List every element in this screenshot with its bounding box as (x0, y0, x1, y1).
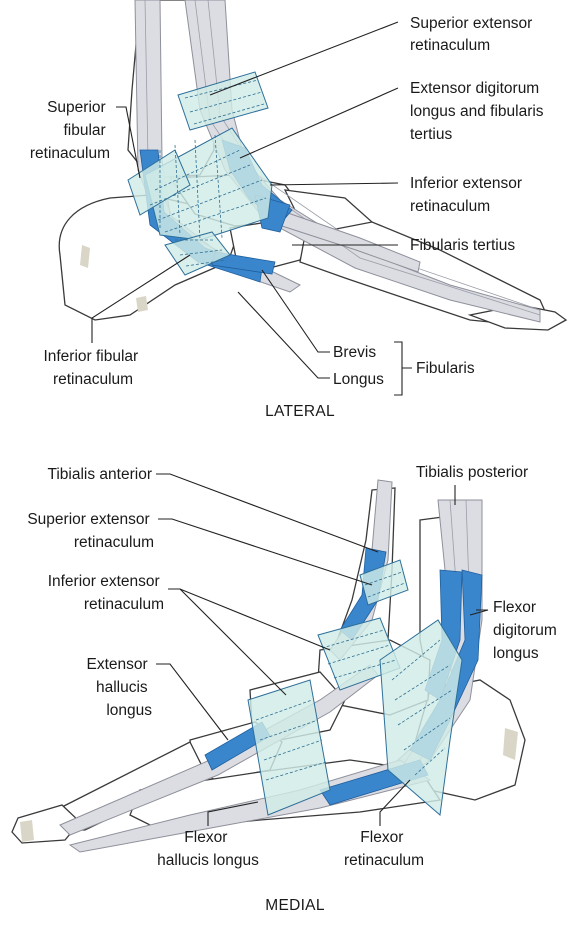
label-line: tertius (410, 126, 452, 143)
label-lat-superior-extensor-retinaculum: Superior extensor retinaculum (410, 15, 537, 54)
leader-med-ehl (156, 664, 228, 740)
label-line: retinaculum (344, 852, 424, 869)
label-lat-fibularis-tertius: Fibularis tertius (410, 237, 515, 254)
label-line: Flexor (184, 829, 227, 846)
label-line: hallucis longus (157, 852, 259, 869)
label-line: Flexor (493, 599, 536, 616)
label-lat-brevis: Brevis (333, 344, 376, 361)
leader-lat-superior-extensor (210, 22, 398, 95)
label-line: Inferior fibular (43, 348, 138, 365)
label-med-extensor-hallucis-longus: Extensor hallucis longus (87, 656, 153, 719)
label-line: Inferior extensor (410, 175, 522, 192)
leader-med-inferior-extensor-b (180, 589, 286, 695)
medial-cartilage-2 (20, 820, 34, 842)
label-line: digitorum (493, 622, 557, 639)
label-line: Superior extensor (27, 511, 149, 528)
label-line: retinaculum (410, 37, 490, 54)
label-med-superior-extensor-retinaculum: Superior extensor retinaculum (27, 511, 154, 551)
leader-lat-longus (238, 292, 330, 378)
label-line: Inferior extensor (48, 573, 160, 590)
label-lat-fibularis: Fibularis (416, 360, 475, 377)
label-line: Fibularis tertius (410, 237, 515, 254)
label-line: hallucis (96, 679, 148, 696)
label-line: retinaculum (410, 198, 490, 215)
label-line: Superior extensor (410, 15, 532, 32)
label-lat-inferior-fibular-retinaculum: Inferior fibular retinaculum (43, 348, 142, 388)
label-med-inferior-extensor-retinaculum: Inferior extensor retinaculum (48, 573, 164, 613)
leader-lat-fibularis-bracket (394, 342, 412, 395)
lateral-view: Superior extensor retinaculum Extensor d… (30, 0, 566, 420)
label-line: longus (493, 645, 539, 662)
label-line: Superior (47, 99, 106, 116)
label-line: longus (106, 702, 152, 719)
label-line: Flexor (360, 829, 403, 846)
label-line: retinaculum (53, 371, 133, 388)
label-line: Tibialis posterior (416, 464, 528, 481)
medial-view: Tibialis anterior Superior extensor reti… (12, 464, 561, 914)
label-line: Extensor digitorum (410, 80, 539, 97)
label-line: retinaculum (30, 145, 110, 162)
label-line: Tibialis anterior (47, 466, 152, 483)
leader-med-inferior-extensor-a (168, 589, 330, 650)
label-lat-longus: Longus (333, 371, 384, 388)
label-lat-inferior-extensor-retinaculum: Inferior extensor retinaculum (410, 175, 526, 215)
label-lat-extensor-digitorum: Extensor digitorum longus and fibularis … (410, 80, 548, 143)
label-med-flexor-digitorum-longus: Flexor digitorum longus (493, 599, 561, 662)
lateral-cartilage-2 (136, 296, 148, 312)
label-med-tibialis-anterior: Tibialis anterior (47, 466, 152, 483)
leader-med-superior-extensor (158, 519, 372, 585)
label-med-flexor-retinaculum: Flexor retinaculum (344, 829, 424, 869)
label-line: fibular (63, 122, 105, 139)
label-lat-superior-fibular-retinaculum: Superior fibular retinaculum (30, 99, 110, 162)
leader-lat-inferior-extensor (270, 183, 398, 185)
caption-lateral: LATERAL (265, 403, 335, 420)
label-med-tibialis-posterior: Tibialis posterior (416, 464, 528, 481)
label-line: retinaculum (74, 534, 154, 551)
leader-med-tibialis-anterior (156, 474, 378, 552)
caption-medial: MEDIAL (265, 897, 325, 914)
label-line: Extensor (87, 656, 148, 673)
label-line: retinaculum (84, 596, 164, 613)
label-line: longus and fibularis (410, 103, 544, 120)
